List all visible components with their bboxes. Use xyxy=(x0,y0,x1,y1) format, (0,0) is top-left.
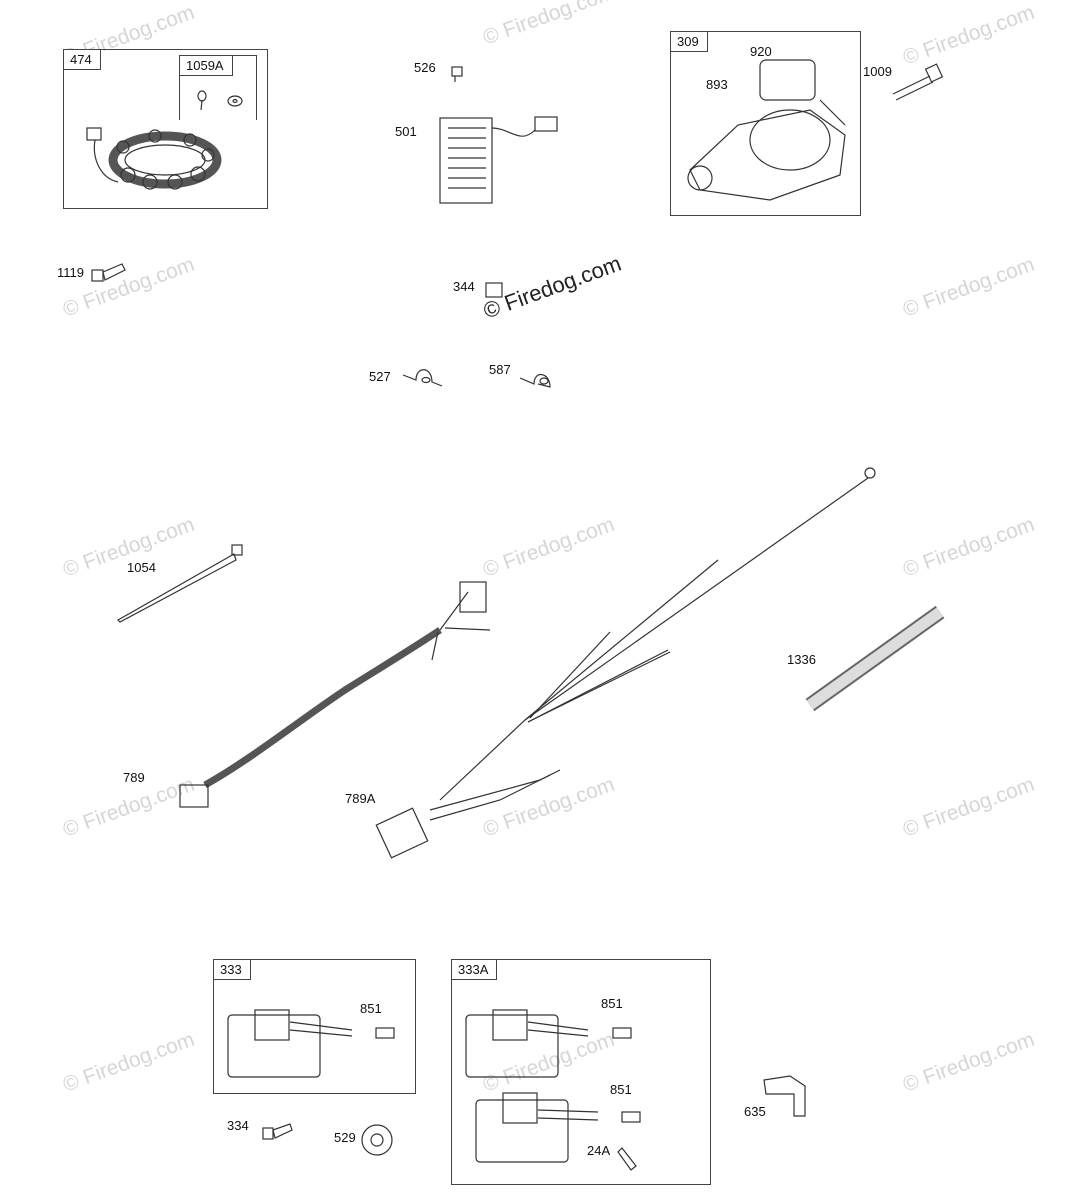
regulator-501 xyxy=(439,116,558,204)
box-tab-1059a: 1059A xyxy=(180,56,233,76)
box-starter: 309 xyxy=(670,31,861,216)
box-tab-333: 333 xyxy=(214,960,251,980)
callout-789: 789 xyxy=(123,770,145,785)
bolt-1119 xyxy=(91,263,126,282)
hardware-kit-part xyxy=(197,90,243,111)
callout-529: 529 xyxy=(334,1130,356,1145)
callout-1054: 1054 xyxy=(127,560,156,575)
callout-893: 893 xyxy=(706,77,728,92)
box-ignition-coil: 333 xyxy=(213,959,416,1094)
callout-344: 344 xyxy=(453,279,475,294)
ignition-coil-333a xyxy=(465,1009,641,1171)
starter-motor-309 xyxy=(687,59,846,201)
bolt-526 xyxy=(451,66,463,82)
grommet-529 xyxy=(361,1124,393,1156)
box-tab-309: 309 xyxy=(671,32,708,52)
callout-920: 920 xyxy=(750,44,772,59)
callout-587: 587 xyxy=(489,362,511,377)
box-tab-333a: 333A xyxy=(452,960,498,980)
bolt-334 xyxy=(262,1123,293,1140)
cable-tie-1054 xyxy=(117,544,243,623)
callout-789a: 789A xyxy=(345,791,376,806)
conduit-1336 xyxy=(805,605,945,712)
clamp-587 xyxy=(519,374,551,388)
callout-501: 501 xyxy=(395,124,417,139)
callout-527: 527 xyxy=(369,369,391,384)
box-stator: 474 xyxy=(63,49,268,209)
stator-part xyxy=(86,127,222,190)
callout-1336: 1336 xyxy=(787,652,816,667)
callout-334: 334 xyxy=(227,1118,249,1133)
box-hardware-kit: 1059A xyxy=(179,55,257,120)
clamp-527 xyxy=(402,369,443,387)
callout-1009: 1009 xyxy=(863,64,892,79)
callout-851: 851 xyxy=(601,996,623,1011)
ignition-coil-333 xyxy=(227,1009,395,1078)
box-ignition-coil-alt: 333A xyxy=(451,959,711,1185)
wiring-harness-789 xyxy=(179,581,491,808)
callout-851: 851 xyxy=(360,1001,382,1016)
callout-635: 635 xyxy=(744,1104,766,1119)
callout-851: 851 xyxy=(610,1082,632,1097)
box-tab-474: 474 xyxy=(64,50,101,70)
spark-plug-boot-635 xyxy=(763,1075,806,1117)
bolt-1009 xyxy=(892,63,944,101)
part-344 xyxy=(485,282,503,298)
callout-526: 526 xyxy=(414,60,436,75)
wiring-harness-789a xyxy=(375,467,876,859)
callout-1119: 1119 xyxy=(57,265,84,280)
callout-24a: 24A xyxy=(587,1143,611,1158)
